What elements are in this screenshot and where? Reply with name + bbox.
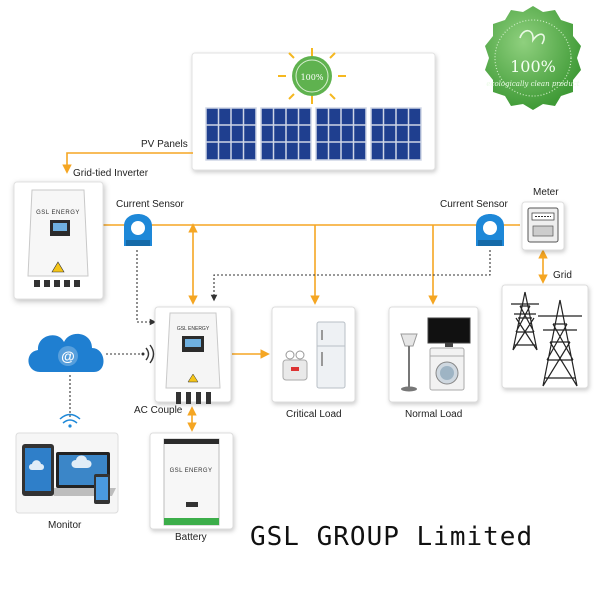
company-brand-text: GSL GROUP Limited [250,522,534,552]
power-lines [62,152,548,432]
cloud: @ [28,333,104,372]
critical-load [271,306,356,403]
data-lines [69,250,491,418]
badge-tagline-text: ecologically clean product [486,80,579,88]
eco-badge-icon [485,6,581,110]
solar-panel [260,107,312,161]
label-pv-panels: PV Panels [141,139,188,150]
battery: GSL ENERGY [149,432,234,530]
pv-to-inverter-line [62,152,193,174]
label-battery: Battery [175,532,207,543]
wifi-icon [141,344,155,364]
lamp-icon [282,350,308,381]
washer-icon [429,347,465,391]
solar-panel [315,107,367,161]
cloud-at-symbol: @ [61,348,75,364]
label-current-sensor-left: Current Sensor [116,199,184,210]
label-monitor: Monitor [48,520,82,531]
label-normal-load: Normal Load [405,409,463,420]
solar-panel [370,107,422,161]
grid [501,284,589,389]
meter-icon [527,207,559,243]
current-sensor-icon [476,214,504,246]
svg-text:100%: 100% [301,73,324,82]
cloud-icon [28,333,104,372]
fridge-icon [316,321,346,389]
label-grid: Grid [553,270,572,281]
pv-panel-array: 100% [191,48,436,171]
sun-badge-icon: 100% [278,48,346,104]
lamp-icon [400,333,418,392]
normal-load [388,306,479,403]
battery-brand-text: GSL ENERGY [170,468,213,474]
phone [94,474,110,504]
label-critical-load: Critical Load [286,409,342,420]
pylon-icon [511,291,539,351]
current-sensor-icon [124,214,152,246]
sensor-left-data-line [136,250,157,326]
label-current-sensor-right: Current Sensor [440,199,508,210]
current-sensor-right [476,214,504,246]
solar-panel [205,107,257,161]
label-meter: Meter [533,187,559,198]
eco-badge: 100% ecologically clean product [485,6,581,110]
wifi-icon [59,413,81,428]
meter [521,201,565,251]
monitor [15,432,119,514]
tv-icon [427,317,471,347]
ac-couple-brand-text: GSL ENERGY [177,326,210,332]
sensor-right-data-line [210,250,491,302]
pylon-icon [538,299,582,387]
inverter-brand-text: GSL ENERGY [36,210,80,216]
grid-tied-inverter: GSL ENERGY [13,181,104,300]
ac-couple: GSL ENERGY [154,306,232,404]
badge-percent-text: 100% [510,57,556,76]
tablet [22,444,54,496]
label-grid-tied-inverter: Grid-tied Inverter [73,168,149,179]
label-ac-couple: AC Couple [134,405,183,416]
current-sensor-left [124,214,152,246]
